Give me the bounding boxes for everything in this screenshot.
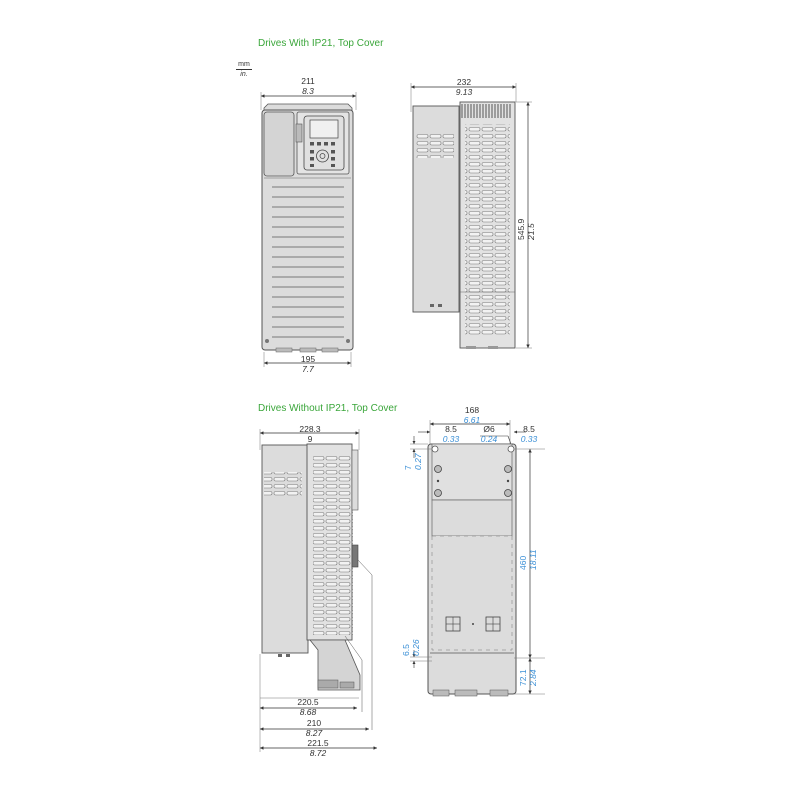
dim-mm: 195 (300, 354, 316, 364)
dim-lower-offset: 6.5 0.26 (401, 639, 421, 656)
dim-in-text: 9.13 (455, 87, 473, 97)
dim-in: 9.13 (444, 87, 484, 97)
dim-in-text: 0.33 (520, 434, 538, 444)
dim-in: 0.26 (411, 639, 421, 656)
dim-top-offset: 7 0.27 (403, 453, 423, 470)
unit-mm: mm (238, 61, 250, 68)
unit-in: in. (236, 70, 252, 79)
dim-in-text: 2.84 (528, 669, 538, 686)
dim-in: 8.3 (288, 86, 328, 96)
dim-hole-height: 460 18.11 (518, 549, 538, 570)
dim-in: 0.27 (413, 453, 423, 470)
section-title-without-cover: Drives Without IP21, Top Cover (258, 403, 398, 414)
dim-mm: 545.9 (516, 218, 526, 240)
dim-in: 8.68 (288, 707, 328, 717)
dim-in: 8.72 (298, 748, 338, 758)
section-title-with-cover: Drives With IP21, Top Cover (258, 38, 384, 49)
dim-mm: 8.5 (445, 424, 457, 434)
dim-bottom-height: 72.1 2.84 (518, 669, 538, 686)
dim-hole-diameter: Ø6 0.24 (474, 424, 504, 444)
dim-in-text: 0.26 (411, 639, 421, 656)
dim-in-text: 6.61 (463, 415, 481, 425)
dim-right-offset: 8.5 0.33 (514, 424, 544, 444)
dim-side-height: 545.9 21.5 (516, 219, 536, 240)
dim-mm: 7 (403, 465, 413, 470)
rear-view-without-cover (410, 420, 545, 697)
dim-in-text: 8.68 (299, 707, 317, 717)
dim-mm: 460 (518, 555, 528, 570)
dim-mm: 228.3 (299, 424, 321, 434)
dim-mm: 220.5 (297, 697, 319, 707)
dim-in: 9 (307, 434, 313, 444)
dim-mm: 8.5 (523, 424, 535, 434)
dim-mm: 6.5 (401, 644, 411, 656)
dim-in-text: 8.3 (302, 86, 314, 96)
unit-in-text: in. (240, 71, 248, 78)
unit-separator (236, 69, 252, 70)
dim-in: 2.84 (528, 669, 538, 686)
side-view-without-cover (259, 429, 377, 752)
dim-in-text: 0.24 (480, 434, 498, 444)
dim-front-bottom-width: 195 7.7 (288, 354, 328, 374)
dim-in-text: 21.5 (526, 223, 536, 240)
dim-in: 0.24 (474, 434, 504, 444)
dim-mm: 72.1 (518, 669, 528, 686)
dim-mm: 232 (456, 77, 472, 87)
dim-front-top-width: 211 8.3 (288, 76, 328, 96)
dim-mm: 221.5 (307, 738, 329, 748)
dim-depth-220: 220.5 8.68 (288, 697, 328, 717)
dim-mm: 168 (464, 405, 480, 415)
dim-in: 8.27 (294, 728, 334, 738)
dim-in: 7.7 (288, 364, 328, 374)
dim-in-text: 7.7 (302, 364, 314, 374)
front-view-with-cover (260, 92, 357, 367)
dim-left-offset: 8.5 0.33 (436, 424, 466, 444)
dim-in: 21.5 (526, 219, 536, 240)
dim-mm: Ø6 (483, 424, 495, 434)
dim-hole-spacing: 168 6.61 (452, 405, 492, 425)
dim-in: 0.33 (514, 434, 544, 444)
dim-mm: 210 (306, 718, 322, 728)
dim-in: 18.11 (528, 549, 538, 570)
dim-bottom-side-depth: 228.3 9 (290, 424, 330, 444)
dim-in-text: 0.27 (413, 453, 423, 470)
dim-in: 6.61 (452, 415, 492, 425)
dim-depth-221: 221.5 8.72 (298, 738, 338, 758)
side-view-with-cover (410, 83, 532, 349)
dim-in-text: 8.27 (305, 728, 323, 738)
dim-in: 0.33 (436, 434, 466, 444)
dim-side-depth: 232 9.13 (444, 77, 484, 97)
dim-in-text: 8.72 (309, 748, 327, 758)
dim-depth-210: 210 8.27 (294, 718, 334, 738)
dim-mm: 211 (301, 76, 315, 86)
dim-in-text: 0.33 (442, 434, 460, 444)
dim-in-text: 18.11 (528, 549, 538, 570)
units-legend: mm in. (236, 60, 252, 79)
